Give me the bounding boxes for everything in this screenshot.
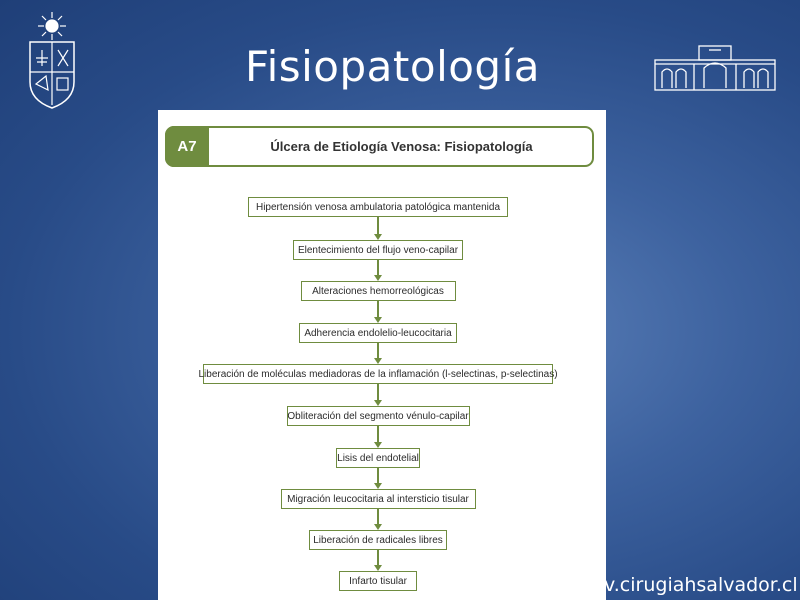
flow-step-2: Elentecimiento del flujo veno-capilar [293,240,463,260]
figure-header: A7 Úlcera de Etiología Venosa: Fisiopato… [165,126,594,167]
flow-step-1: Hipertensión venosa ambulatoria patológi… [248,197,508,217]
figure-tag: A7 [165,126,209,167]
flow-step-7: Lisis del endotelial [336,448,420,468]
hospital-building-icon [654,45,776,91]
slide-title: Fisiopatología [244,42,540,91]
flow-step-5: Liberación de moléculas mediadoras de la… [198,364,558,384]
flowchart-panel: A7 Úlcera de Etiología Venosa: Fisiopato… [158,110,606,600]
flow-step-8: Migración leucocitaria al intersticio ti… [280,489,476,509]
flow-step-4: Adherencia endolelio-leucocitaria [299,323,457,343]
flowchart: Hipertensión venosa ambulatoria patológi… [158,110,606,600]
flow-step-3: Alteraciones hemorreológicas [300,281,456,301]
website-url: v.cirugiahsalvador.cl [604,574,798,596]
flow-step-10: Infarto tisular [339,571,417,591]
university-crest-icon [29,12,75,109]
flow-step-9: Liberación de radicales libres [309,530,447,550]
figure-title: Úlcera de Etiología Venosa: Fisiopatolog… [270,139,533,154]
flow-step-6: Obliteración del segmento vénulo-capilar [286,406,470,426]
